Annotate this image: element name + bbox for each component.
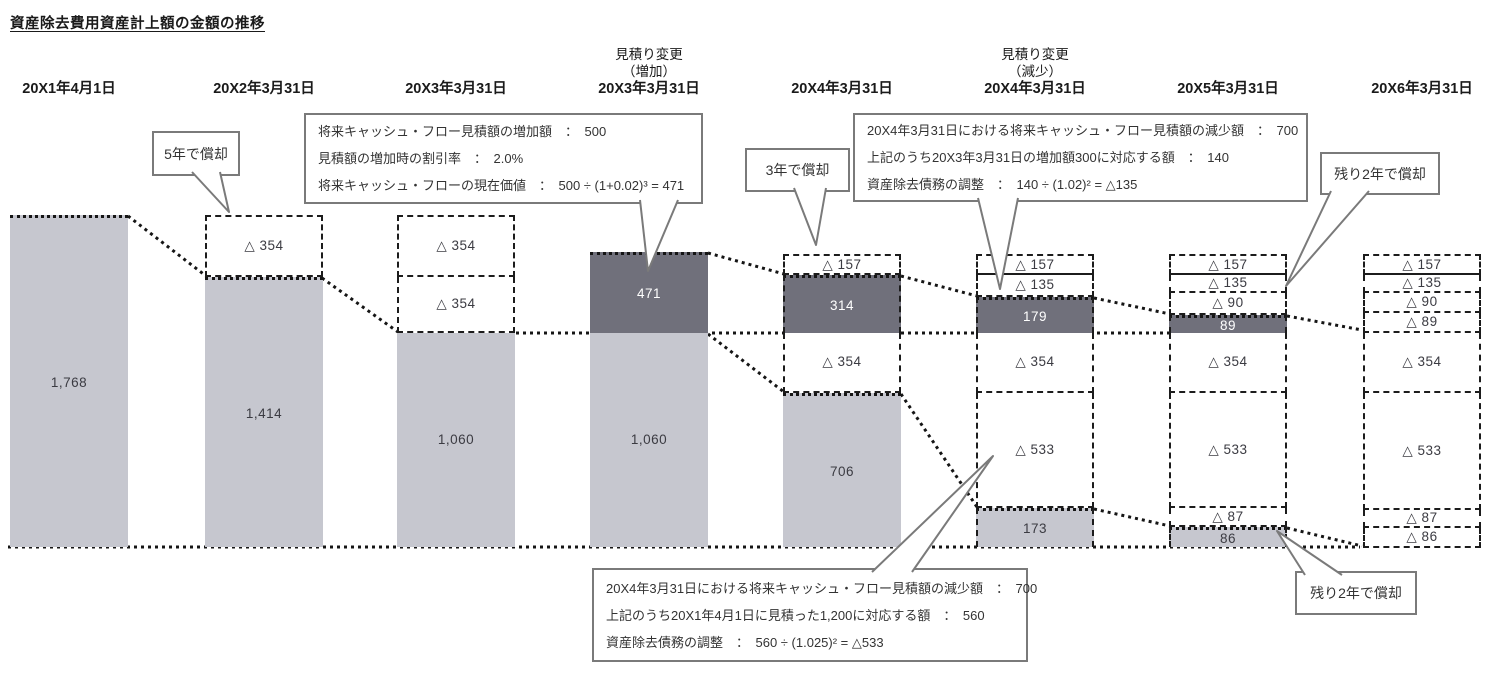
callout-text-line: 将来キャッシュ・フローの現在価値 ： 500 ÷ (1+0.02)³ = 471 (318, 178, 685, 193)
bar-segment: △ 157 (783, 254, 901, 275)
bar-segment: 86 (1169, 527, 1287, 547)
callout-text-line: 資産除去債務の調整 ： 140 ÷ (1.02)² = △135 (867, 177, 1138, 192)
bar-segment: △ 87 (1169, 508, 1287, 527)
diag-173-to-86 (1093, 507, 1171, 528)
column-header-6: 見積り変更 （減少） 20X4年3月31日 (945, 40, 1125, 98)
callout-text-line: 残り2年で償却 (1310, 585, 1402, 601)
column-header-date: 20X2年3月31日 (213, 81, 315, 97)
callout-text-line: 20X4年3月31日における将来キャッシュ・フロー見積額の減少額 ： 700 (867, 123, 1299, 138)
column-header-date: 20X3年3月31日 (405, 81, 507, 97)
callout-text-line: 5年で償却 (164, 145, 228, 162)
diag-179-to-89 (1093, 296, 1171, 316)
bar-segment: 89 (1169, 315, 1287, 333)
bar-segment: △ 90 (1169, 293, 1287, 315)
callout-text-line: 3年で償却 (765, 162, 830, 178)
callout-text-line: 上記のうち20X3年3月31日の増加額300に対応する額 ： 140 (867, 150, 1229, 165)
bar-segment: △ 157 (1169, 254, 1287, 275)
bar-segment: 173 (976, 508, 1094, 547)
bar-segment: △ 354 (205, 215, 323, 277)
diag-1060-to-706 (707, 332, 785, 394)
column-header-date: 20X6年3月31日 (1371, 81, 1473, 97)
column-header-5: 20X4年3月31日 (752, 40, 932, 98)
diag-1414-to-1060 (321, 276, 399, 334)
callout-text-line: 見積額の増加時の割引率 ： 2.0% (318, 151, 524, 166)
column-header-3: 20X3年3月31日 (366, 40, 546, 98)
diag-314-to-179 (900, 274, 978, 298)
column-header-date: 20X5年3月31日 (1177, 81, 1279, 97)
bar-segment: △ 354 (1169, 333, 1287, 393)
column-header-8: 20X6年3月31日 (1332, 40, 1492, 98)
bar-segment: △ 354 (976, 333, 1094, 393)
column-header-7: 20X5年3月31日 (1138, 40, 1318, 98)
bar-segment: △ 354 (397, 215, 515, 277)
column-header-date: 20X4年3月31日 (791, 81, 893, 97)
bar-segment: △ 89 (1363, 313, 1481, 333)
column-header-date: 20X4年3月31日 (984, 81, 1086, 97)
diag-1768-to-1414 (127, 214, 207, 278)
bar-segment: 1,768 (10, 215, 128, 547)
bar-segment: △ 90 (1363, 293, 1481, 313)
column-header-4: 見積り変更 （増加） 20X3年3月31日 (559, 40, 739, 98)
bar-segment: △ 135 (1363, 275, 1481, 293)
callout-text-line: 上記のうち20X1年4月1日に見積った1,200に対応する額 ： 560 (606, 607, 985, 623)
callout-estimate-increase: 将来キャッシュ・フロー見積額の増加額 ： 500 見積額の増加時の割引率 ： 2.… (304, 113, 703, 204)
callout-text-line: 将来キャッシュ・フロー見積額の増加額 ： 500 (318, 124, 607, 139)
bar-segment: △ 533 (1363, 393, 1481, 510)
diag-471-to-314 (707, 251, 785, 276)
column-header-date: 20X3年3月31日 (598, 81, 700, 97)
column-header-prefix: （増加） (622, 64, 676, 79)
bar-segment: △ 533 (976, 393, 1094, 508)
diag-89-to-d89 (1286, 314, 1363, 332)
bar-segment: 179 (976, 297, 1094, 333)
diag-86-to-d86 (1286, 526, 1363, 548)
bar-segment: △ 157 (1363, 254, 1481, 275)
callout-amortize-3yr: 3年で償却 (745, 148, 850, 192)
callout-remaining-2yr-bottom: 残り2年で償却 (1295, 571, 1417, 615)
column-header-2: 20X2年3月31日 (174, 40, 354, 98)
bar-segment: △ 354 (783, 333, 901, 393)
bar-segment: △ 354 (397, 277, 515, 333)
bar-segment: △ 87 (1363, 510, 1481, 528)
callout-text-line: 資産除去債務の調整 ： 560 ÷ (1.025)² = △533 (606, 634, 884, 650)
bar-segment: △ 354 (1363, 333, 1481, 393)
column-header-prefix: （減少） (1008, 64, 1062, 79)
column-header-1: 20X1年4月1日 (0, 40, 159, 98)
callout-text-line: 残り2年で償却 (1334, 165, 1426, 182)
callout-text-line: 20X4年3月31日における将来キャッシュ・フロー見積額の減少額 ： 700 (606, 580, 1038, 596)
bar-segment: 1,060 (397, 333, 515, 547)
column-header-prefix: 見積り変更 (1001, 47, 1069, 62)
callout-amortize-5yr: 5年で償却 (152, 131, 240, 176)
column-header-date: 20X1年4月1日 (22, 81, 116, 97)
callout-remaining-2yr-top: 残り2年で償却 (1320, 152, 1440, 195)
bar-segment: △ 86 (1363, 528, 1481, 548)
bar-segment: 314 (783, 275, 901, 333)
bar-segment: 1,414 (205, 277, 323, 547)
callout-estimate-decrease: 20X4年3月31日における将来キャッシュ・フロー見積額の減少額 ： 700 上記… (853, 113, 1308, 202)
callout-decrease-initial: 20X4年3月31日における将来キャッシュ・フロー見積額の減少額 ： 700 上記… (592, 568, 1038, 662)
bar-segment: 1,060 (590, 333, 708, 547)
bar-segment: △ 533 (1169, 393, 1287, 508)
page-title: 資産除去費用資産計上額の金額の推移 (10, 16, 265, 32)
column-header-prefix: 見積り変更 (615, 47, 683, 62)
bar-segment: △ 135 (1169, 275, 1287, 293)
